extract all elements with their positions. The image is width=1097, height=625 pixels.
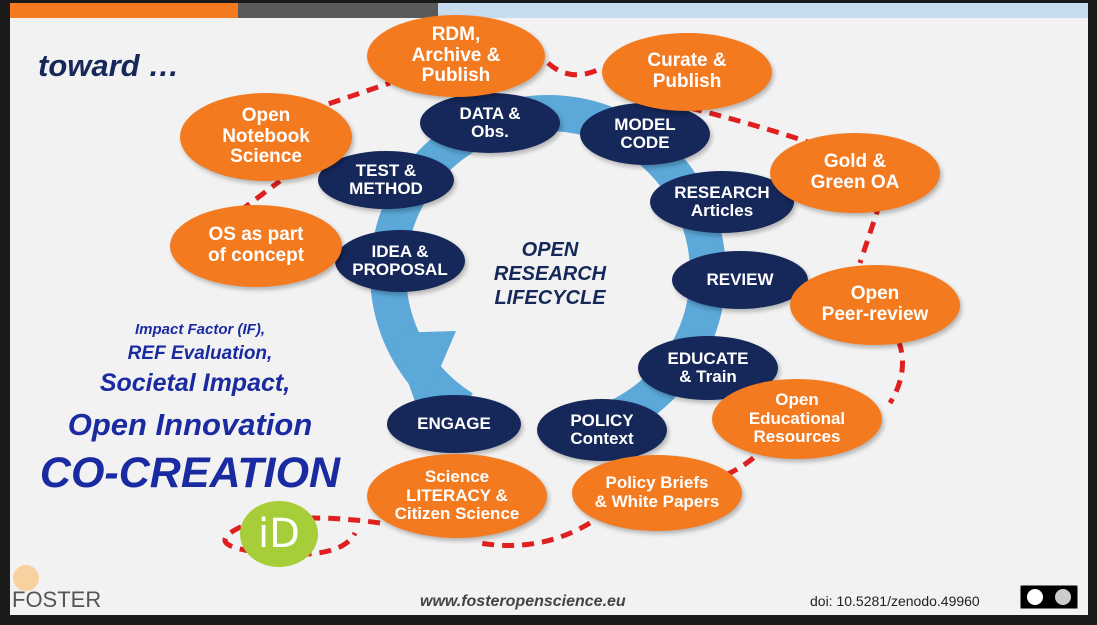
foster-logo: FOSTER xyxy=(12,587,102,612)
node-science-literacy: Science LITERACY & Citizen Science xyxy=(367,454,547,538)
orcid-mark: iD xyxy=(258,511,300,557)
top-bar-orange xyxy=(10,3,238,18)
foster-logo-sun xyxy=(13,565,39,591)
heading: toward … xyxy=(38,48,180,83)
node-educate-train: EDUCATE & Train xyxy=(638,336,778,400)
node-test-method: TEST & METHOD xyxy=(318,151,454,209)
impact-line-1: Impact Factor (IF), xyxy=(134,321,265,338)
node-policy-briefs: Policy Briefs & White Papers xyxy=(572,455,742,531)
top-bar-gray xyxy=(238,3,438,18)
node-engage: ENGAGE xyxy=(387,395,521,453)
cc-circle-icon xyxy=(1027,589,1043,605)
impact-line-5: CO-CREATION xyxy=(39,449,341,497)
node-open-peer-review: Open Peer-review xyxy=(790,265,960,345)
by-circle-icon xyxy=(1055,589,1071,605)
node-data-obs: DATA & Obs. xyxy=(420,93,560,153)
impact-line-2: REF Evaluation, xyxy=(127,343,273,364)
dashed-path xyxy=(222,61,905,557)
cc-by-icon xyxy=(1020,585,1078,609)
node-research-articles: RESEARCH Articles xyxy=(650,171,794,233)
impact-line-3: Societal Impact, xyxy=(99,369,291,397)
orcid-icon: iD xyxy=(240,501,318,567)
footer-url[interactable]: www.fosteropenscience.eu xyxy=(420,593,626,610)
node-model-code: MODEL CODE xyxy=(580,103,710,165)
footer-doi[interactable]: doi: 10.5281/zenodo.49960 xyxy=(810,593,980,609)
lifecycle-arrowhead xyxy=(390,331,456,415)
top-bar-blue xyxy=(438,3,1088,18)
node-review: REVIEW xyxy=(672,251,808,309)
node-idea-proposal: IDEA & PROPOSAL xyxy=(335,230,465,292)
node-rdm-archive-publish: RDM, Archive & Publish xyxy=(367,15,545,97)
node-open-notebook-science: Open Notebook Science xyxy=(180,93,352,181)
slide: toward … DATA & Obs. MODEL CODE TEST & M… xyxy=(10,3,1088,615)
node-gold-green-oa: Gold & Green OA xyxy=(770,133,940,213)
node-policy-context: POLICY Context xyxy=(537,399,667,461)
node-os-part-of-concept: OS as part of concept xyxy=(170,205,342,287)
center-label: OPEN RESEARCH LIFECYCLE xyxy=(493,239,607,309)
node-open-educational-resources: Open Educational Resources xyxy=(712,379,882,459)
impact-line-4: Open Innovation xyxy=(67,407,313,442)
node-curate-publish: Curate & Publish xyxy=(602,33,772,111)
